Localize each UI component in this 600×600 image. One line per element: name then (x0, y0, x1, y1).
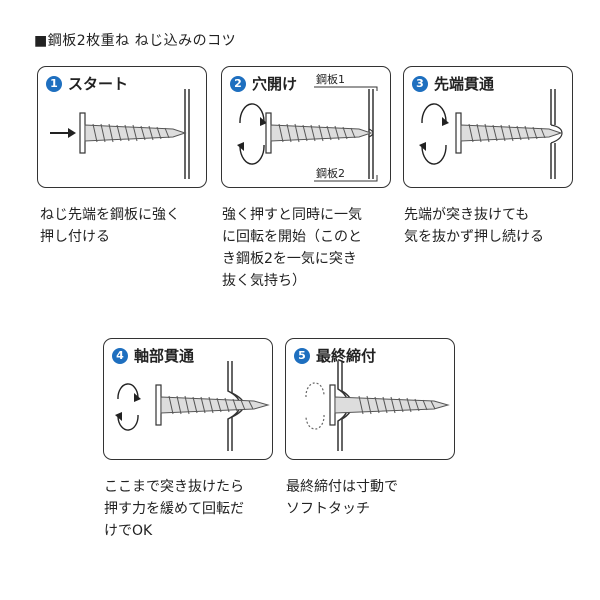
step-4-illustration (115, 361, 270, 451)
steel-plate-icon (368, 89, 374, 179)
step-title: 最終締付 (316, 347, 377, 365)
step-number-badge: 3 (412, 75, 428, 92)
screw-icon (455, 112, 563, 154)
screw-icon (79, 112, 187, 154)
rotation-icon (115, 383, 141, 431)
step-5-illustration (305, 361, 450, 451)
plate-2-label: 鋼板2 (316, 166, 345, 180)
plate-1-label: 鋼板1 (316, 72, 345, 86)
rotation-icon (419, 103, 449, 165)
screw-icon (329, 384, 450, 426)
step-3-description: 先端が突き抜けても 気を抜かず押し続ける (404, 207, 544, 245)
push-arrow-icon (50, 128, 76, 138)
rotation-icon (305, 382, 325, 430)
steel-plate-icon (184, 89, 190, 179)
page-title: ■鋼板2枚重ね ねじ込みのコツ (34, 33, 237, 49)
step-number-badge: 4 (112, 347, 128, 364)
step-panel-3: 3 先端貫通 (403, 66, 573, 188)
step-3-illustration (419, 89, 563, 179)
step-number-badge: 1 (46, 75, 62, 92)
step-header: 5 最終締付 (294, 345, 376, 366)
step-5-description: 最終締付は寸動で ソフトタッチ (286, 479, 398, 517)
step-header: 3 先端貫通 (412, 73, 494, 94)
step-header: 4 軸部貫通 (112, 345, 194, 366)
screw-icon (155, 384, 270, 426)
step-title: 穴開け (252, 75, 298, 93)
step-4-description: ここまで突き抜けたら 押す力を緩めて回転だ けでOK (104, 479, 244, 539)
step-panel-2: 鋼板1 鋼板2 2 穴開け (221, 66, 391, 188)
screw-icon (265, 112, 373, 154)
step-panel-1: 1 スタート (37, 66, 207, 188)
step-panel-4: 4 軸部貫通 (103, 338, 273, 460)
step-1-description: ねじ先端を鋼板に強く 押し付ける (40, 207, 180, 245)
step-2-description: 強く押すと同時に一気 に回転を開始（このと き鋼板2を一気に突き 抜く気持ち） (222, 207, 362, 289)
rotation-icon (237, 103, 267, 165)
step-2-illustration: 鋼板1 鋼板2 (237, 72, 378, 182)
step-1-illustration (50, 89, 190, 179)
step-number-badge: 5 (294, 347, 310, 364)
step-panel-5: 5 最終締付 (285, 338, 455, 460)
step-header: 1 スタート (46, 73, 128, 94)
step-title: 軸部貫通 (134, 347, 195, 365)
step-title: スタート (68, 75, 129, 93)
step-number-badge: 2 (230, 75, 246, 92)
steel-plate-icon (550, 89, 563, 179)
step-title: 先端貫通 (434, 75, 495, 93)
step-header: 2 穴開け (230, 73, 297, 94)
